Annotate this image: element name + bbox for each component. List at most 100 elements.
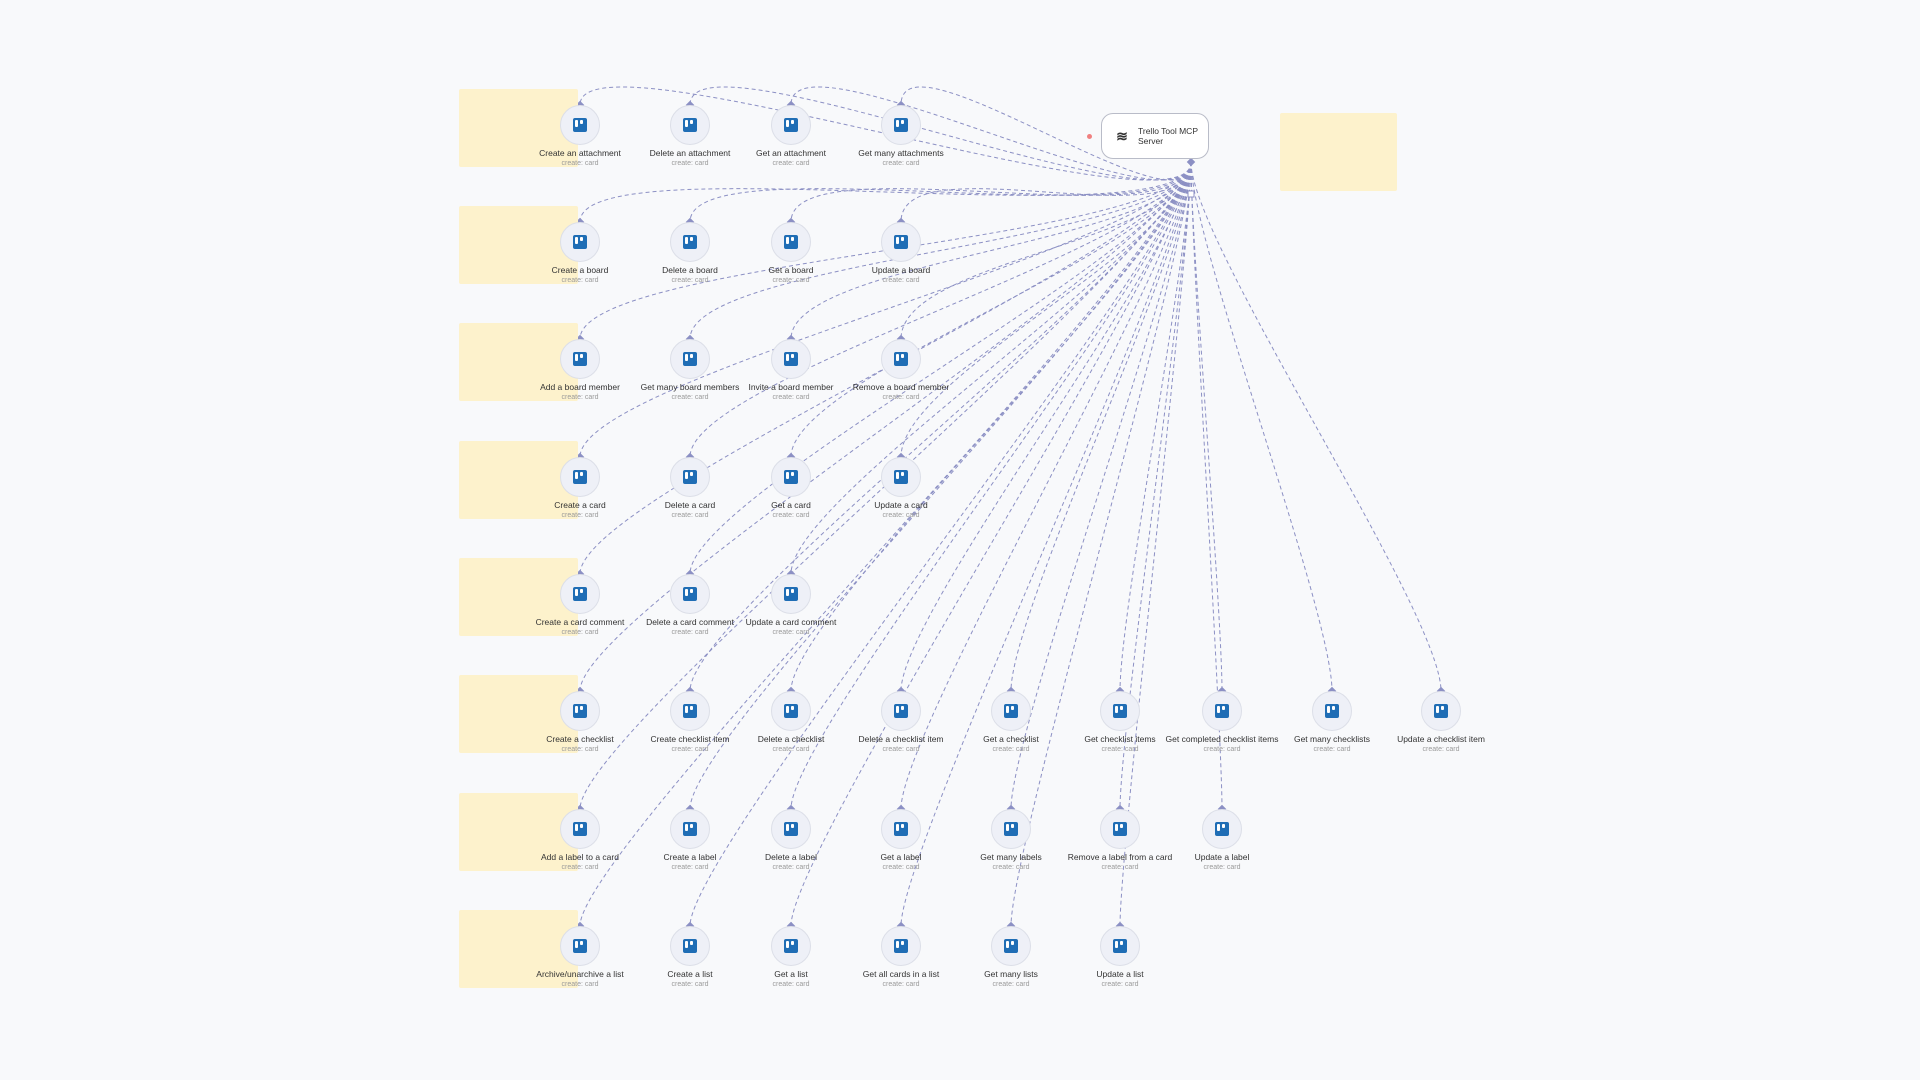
sticky-note[interactable] — [459, 89, 578, 167]
node-circle[interactable] — [670, 339, 710, 379]
sticky-note[interactable] — [459, 206, 578, 284]
node-circle[interactable] — [1312, 691, 1352, 731]
node-circle[interactable] — [1100, 926, 1140, 966]
node-circle[interactable] — [1100, 809, 1140, 849]
node-circle[interactable] — [1421, 691, 1461, 731]
node-circle[interactable] — [560, 105, 600, 145]
trello-mcp-server-node[interactable]: ≋ Trello Tool MCP Server — [1101, 113, 1209, 159]
node-circle[interactable] — [670, 691, 710, 731]
trello-icon — [1004, 704, 1018, 718]
node-circle[interactable] — [881, 222, 921, 262]
node-title: Delete a card comment — [646, 617, 734, 627]
node-circle[interactable] — [560, 691, 600, 731]
node-circle[interactable] — [771, 339, 811, 379]
node-circle[interactable] — [881, 339, 921, 379]
sticky-note[interactable] — [459, 675, 578, 753]
node-circle[interactable] — [881, 691, 921, 731]
node-circle[interactable] — [1202, 809, 1242, 849]
node-circle[interactable] — [881, 926, 921, 966]
node-circle[interactable] — [560, 809, 600, 849]
node-circle[interactable] — [1202, 691, 1242, 731]
sticky-note[interactable] — [459, 910, 578, 988]
node-circle[interactable] — [560, 574, 600, 614]
node-circle[interactable] — [560, 926, 600, 966]
node-circle[interactable] — [771, 926, 811, 966]
node-circle[interactable] — [670, 457, 710, 497]
node-circle[interactable] — [670, 574, 710, 614]
node-circle[interactable] — [881, 457, 921, 497]
node-circle[interactable] — [771, 809, 811, 849]
sticky-note[interactable] — [1280, 113, 1397, 191]
node-circle[interactable] — [670, 809, 710, 849]
node-circle[interactable] — [670, 926, 710, 966]
sticky-note[interactable] — [459, 441, 578, 519]
sticky-note[interactable] — [459, 323, 578, 401]
node-circle[interactable] — [991, 691, 1031, 731]
node-circle[interactable] — [560, 339, 600, 379]
node-circle[interactable] — [560, 457, 600, 497]
node-circle[interactable] — [881, 809, 921, 849]
tool-connector[interactable] — [1186, 157, 1196, 167]
add-tool-handle[interactable] — [1187, 190, 1195, 198]
trello-icon — [1434, 704, 1448, 718]
node-circle[interactable] — [881, 105, 921, 145]
node-circle[interactable] — [771, 574, 811, 614]
node-circle[interactable] — [771, 691, 811, 731]
sticky-note[interactable] — [459, 793, 578, 871]
node-circle[interactable] — [771, 222, 811, 262]
node-circle[interactable] — [771, 105, 811, 145]
node-circle[interactable] — [991, 926, 1031, 966]
node-circle[interactable] — [670, 222, 710, 262]
node-circle[interactable] — [560, 222, 600, 262]
node-circle[interactable] — [1100, 691, 1140, 731]
node-circle[interactable] — [991, 809, 1031, 849]
node-subtitle: create: card — [772, 864, 810, 871]
trello-icon — [894, 352, 908, 366]
node-circle[interactable] — [771, 457, 811, 497]
node-circle[interactable] — [670, 105, 710, 145]
sticky-note[interactable] — [459, 558, 578, 636]
